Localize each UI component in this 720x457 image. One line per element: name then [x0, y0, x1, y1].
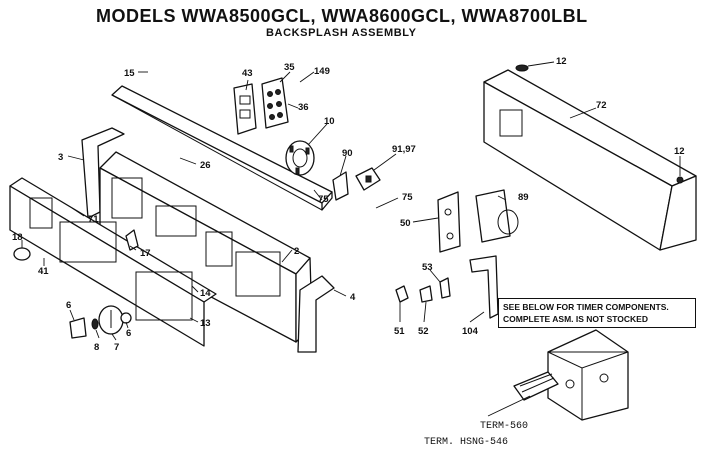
timer-term-label: TERM-560	[480, 421, 528, 432]
part-8-spring	[91, 318, 99, 330]
part-10-rotary-switch	[285, 140, 315, 176]
label-part-14: 14	[200, 288, 211, 299]
label-part-149: 149	[314, 66, 330, 77]
label-part-43: 43	[242, 68, 253, 79]
label-part-52: 52	[418, 326, 429, 337]
part-4-side-trim	[297, 275, 335, 353]
part-50-bracket	[437, 191, 461, 253]
label-part-4: 4	[350, 292, 356, 303]
label-part-13: 13	[200, 318, 211, 329]
part-53-clip	[439, 277, 451, 299]
label-part-35: 35	[284, 62, 295, 73]
timer-note-line-1: SEE BELOW FOR TIMER COMPONENTS.	[503, 302, 669, 312]
label-part-6-right: 6	[126, 328, 131, 339]
label-part-89: 89	[518, 192, 529, 203]
part-72-rear-panel	[483, 64, 697, 251]
label-part-71: 71	[88, 214, 99, 225]
part-6-washer	[120, 312, 132, 324]
label-part-2: 2	[294, 246, 299, 257]
label-part-8: 8	[94, 342, 99, 353]
part-90-bracket	[332, 171, 349, 201]
label-part-90: 90	[342, 148, 353, 159]
label-part-75-left: 75	[318, 194, 329, 205]
label-part-51: 51	[394, 326, 405, 337]
part-13-front-panel	[9, 177, 217, 347]
label-part-7: 7	[114, 342, 119, 353]
diagram-title: MODELS WWA8500GCL, WWA8600GCL, WWA8700LB…	[96, 6, 588, 26]
label-part-15: 15	[124, 68, 135, 79]
label-part-53: 53	[422, 262, 433, 273]
part-18-knob	[13, 247, 31, 261]
part-52-nut	[419, 285, 433, 303]
label-part-26: 26	[200, 160, 211, 171]
label-part-50: 50	[400, 218, 411, 229]
leader-lines	[21, 61, 681, 417]
term-housing-block	[513, 371, 559, 401]
label-part-18: 18	[12, 232, 23, 243]
part-26-top-strip	[111, 85, 333, 211]
part-89-motor	[475, 189, 519, 243]
part-6-knob	[69, 317, 87, 339]
timer-housing-label: TERM. HSNG-546	[424, 437, 508, 448]
part-51-nut	[395, 285, 409, 303]
label-part-91-97: 91,97	[392, 144, 416, 155]
label-part-12-right: 12	[674, 146, 685, 157]
label-part-3: 3	[58, 152, 63, 163]
timer-note-line-2: COMPLETE ASM. IS NOT STOCKED	[503, 314, 648, 324]
timer-note-box: SEE BELOW FOR TIMER COMPONENTS. COMPLETE…	[498, 298, 696, 328]
part-91-97-switch	[355, 167, 381, 191]
diagram-subtitle: BACKSPLASH ASSEMBLY	[266, 27, 417, 39]
label-part-6-left: 6	[66, 300, 71, 311]
part-2-control-housing	[99, 151, 313, 343]
part-7-dial	[98, 305, 124, 335]
label-part-12-top: 12	[556, 56, 567, 67]
label-part-36: 36	[298, 102, 309, 113]
part-17-clip	[125, 229, 139, 251]
label-part-10: 10	[324, 116, 335, 127]
label-part-41: 41	[38, 266, 49, 277]
label-part-75-right: 75	[402, 192, 413, 203]
timer-assembly	[547, 329, 629, 421]
part-104-bracket	[469, 255, 499, 319]
label-part-17: 17	[140, 248, 151, 259]
label-part-104: 104	[462, 326, 479, 337]
part-43-bracket	[233, 83, 257, 135]
label-part-72: 72	[596, 100, 607, 111]
part-35-switch-block	[261, 77, 289, 129]
